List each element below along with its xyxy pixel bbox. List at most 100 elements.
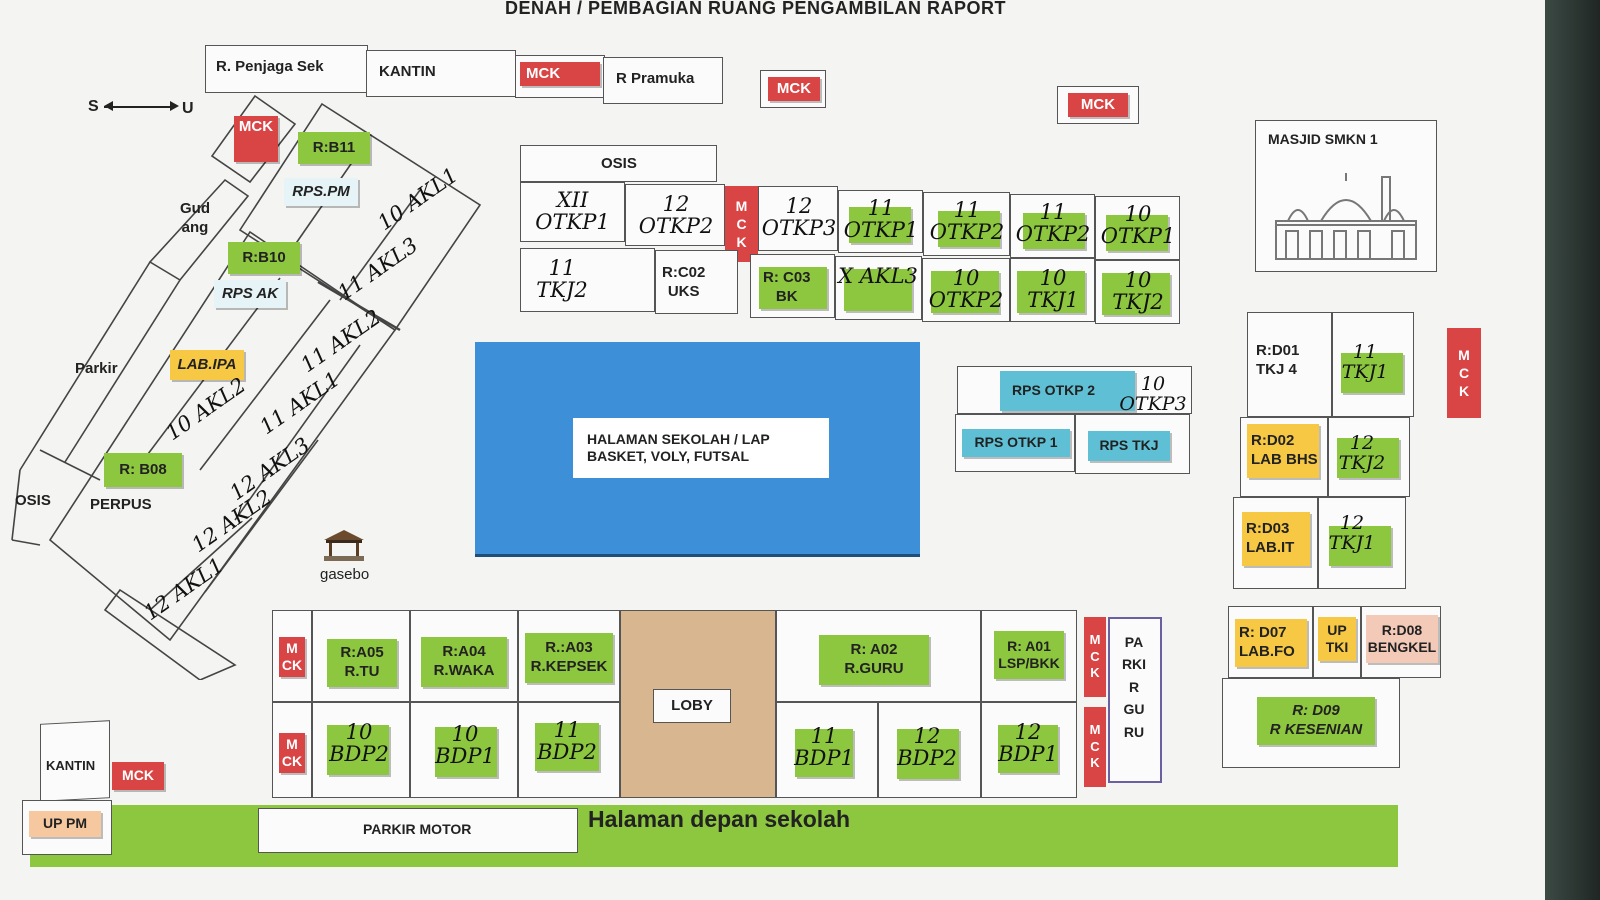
- c02-label: R:C02 UKS: [662, 264, 706, 300]
- room-penjaga-sekolah: R. Penjaga Sek: [205, 45, 368, 93]
- a04-tag: R:A04 R.WAKA: [421, 637, 507, 687]
- photo-background-edge: [1545, 0, 1600, 900]
- gazebo-icon: [324, 530, 364, 561]
- room-a05: R:A05 R.TU: [312, 610, 410, 702]
- hand-11-otkp2-b: 11 OTKP2: [1015, 200, 1091, 247]
- b08-tag: R: B08: [104, 453, 182, 487]
- mosque-icon: [1275, 173, 1417, 260]
- room-c02-uks: R:C02 UKS: [655, 250, 738, 314]
- room-d03: R:D03 LAB.IT: [1233, 497, 1318, 589]
- room-10-otkp1: 10 OTKP1: [1095, 196, 1180, 260]
- parkir-motor-label: PARKIR MOTOR: [363, 821, 472, 837]
- hand-11-otkp1: 11 OTKP1: [843, 196, 919, 243]
- compass-arrow-left-icon: [104, 101, 113, 111]
- mck-letter: C: [1090, 738, 1100, 754]
- room-12-bdp1: 12 BDP1: [981, 702, 1077, 798]
- school-courtyard-field: HALAMAN SEKOLAH / LAP BASKET, VOLY, FUTS…: [475, 342, 920, 557]
- room-mck-south-2: M CK: [272, 702, 312, 798]
- room-a02: R: A02 R.GURU: [776, 610, 981, 702]
- room-10-bdp1: 10 BDP1: [410, 702, 518, 798]
- mck-letter: M: [1089, 631, 1101, 647]
- mck-letter: C: [1458, 364, 1470, 381]
- room-11-otkp2-b: 11 OTKP2: [1010, 194, 1095, 258]
- room-12-otkp3: 12 OTKP3: [758, 186, 838, 251]
- mck-letter: C: [1090, 648, 1100, 664]
- masjid-smkn-1: MASJID SMKN 1: [1255, 120, 1437, 272]
- room-10-bdp2: 10 BDP2: [312, 702, 410, 798]
- penjaga-label: R. Penjaga Sek: [216, 58, 324, 75]
- b10-tag: R:B10: [228, 242, 300, 274]
- pramuka-label: R Pramuka: [616, 70, 695, 87]
- d03-tag: R:D03 LAB.IT: [1242, 512, 1310, 566]
- hand-11-tkj1: 11 TKJ1: [1341, 341, 1389, 383]
- parkir-guru-label: PA RKI R GU RU: [1121, 634, 1147, 740]
- rps-otkp1-area: RPS OTKP 1: [955, 414, 1075, 472]
- a05-tag: R:A05 R.TU: [327, 639, 397, 687]
- hand-10-bdp1: 10 BDP1: [435, 722, 495, 769]
- kantin-top-label: KANTIN: [379, 63, 436, 80]
- a02-tag: R: A02 R.GURU: [819, 635, 929, 685]
- mck-letter: K: [736, 234, 747, 251]
- room-11-tkj1: 11 TKJ1: [1332, 312, 1414, 417]
- masjid-label: MASJID SMKN 1: [1268, 131, 1378, 147]
- hand-10-tkj2: 10 TKJ2: [1112, 268, 1164, 315]
- a01-tag: R: A01 LSP/BKK: [994, 631, 1064, 679]
- room-11-tkj2: 11 TKJ2: [520, 248, 655, 312]
- mck-vertical-south-1: M C K: [1084, 617, 1106, 697]
- hand-10-otkp1: 10 OTKP1: [1100, 202, 1176, 249]
- c03-tag: R: C03 BK: [759, 267, 827, 309]
- school-map-sheet: DENAH / PEMBAGIAN RUANG PENGAMBILAN RAPO…: [0, 0, 1545, 900]
- mck-bottom-tag: MCK: [112, 762, 164, 790]
- mck-2-tag: MCK: [768, 77, 820, 101]
- mck-south-1-tag: M CK: [279, 637, 305, 677]
- parkir-guru: PA RKI R GU RU: [1108, 617, 1162, 783]
- room-xii-otkp1: XII OTKP1: [520, 182, 625, 242]
- room-mck-top: MCK: [515, 55, 605, 98]
- mck-letter: C: [736, 215, 747, 232]
- compass-south-label: S: [88, 98, 99, 115]
- room-mck-2: MCK: [760, 70, 826, 108]
- front-yard-label: Halaman depan sekolah: [588, 806, 851, 832]
- room-11-otkp2-a: 11 OTKP2: [923, 192, 1010, 256]
- a03-tag: R.:A03 R.KEPSEK: [525, 633, 613, 683]
- mck-letter: K: [1090, 755, 1100, 771]
- d07-tag: R: D07 LAB.FO: [1235, 619, 1307, 667]
- mck-letter: M: [1458, 346, 1470, 363]
- compass-arrow-right-icon: [170, 101, 179, 111]
- mck-vertical-east: M C K: [1447, 328, 1481, 418]
- room-up-pm: UP PM: [22, 800, 112, 855]
- hand-12-tkj2: 12 TKJ2: [1338, 432, 1386, 474]
- room-12-otkp2: 12 OTKP2: [625, 184, 725, 246]
- room-11-otkp1: 11 OTKP1: [838, 190, 923, 253]
- b11-tag: R:B11: [298, 132, 370, 164]
- west-mck-tag: MCK: [234, 116, 278, 162]
- room-d07: R: D07 LAB.FO: [1228, 606, 1313, 678]
- loby-label: LOBY: [653, 689, 731, 723]
- map-title: DENAH / PEMBAGIAN RUANG PENGAMBILAN RAPO…: [505, 0, 1007, 18]
- courtyard-label: HALAMAN SEKOLAH / LAP BASKET, VOLY, FUTS…: [573, 418, 829, 478]
- rps-tkj-area: RPS TKJ: [1075, 414, 1190, 474]
- d01-label: R:D01 TKJ 4: [1256, 342, 1300, 378]
- rps-otkp1-tag: RPS OTKP 1: [962, 429, 1070, 457]
- room-11-bdp1: 11 BDP1: [776, 702, 878, 798]
- room-d01: R:D01 TKJ 4: [1247, 312, 1332, 417]
- parkir-motor: PARKIR MOTOR: [258, 808, 578, 853]
- hand-12-otkp3: 12 OTKP3: [761, 194, 837, 241]
- d02-tag: R:D02 LAB BHS: [1247, 424, 1319, 478]
- mck-top-tag: MCK: [520, 62, 600, 86]
- room-mck-south-1: M CK: [272, 610, 312, 702]
- room-up-tki: UP TKI: [1313, 606, 1361, 678]
- room-osis-top: OSIS: [520, 145, 717, 182]
- hand-12-bdp1: 12 BDP1: [998, 720, 1058, 767]
- mck-letter: K: [1458, 383, 1470, 400]
- room-mck-3: MCK: [1057, 86, 1139, 124]
- room-d09: R: D09 R KESENIAN: [1222, 678, 1400, 768]
- compass-north-label: U: [182, 100, 194, 117]
- mck-3-tag: MCK: [1068, 93, 1128, 117]
- rps-tkj-tag: RPS TKJ: [1088, 431, 1170, 461]
- room-c03-bk: R: C03 BK: [750, 254, 835, 318]
- osis-west-label: OSIS: [15, 492, 51, 509]
- hand-11-bdp1: 11 BDP1: [794, 724, 854, 771]
- room-12-bdp2: 12 BDP2: [878, 702, 981, 798]
- hand-12-tkj1: 12 TKJ1: [1328, 512, 1376, 554]
